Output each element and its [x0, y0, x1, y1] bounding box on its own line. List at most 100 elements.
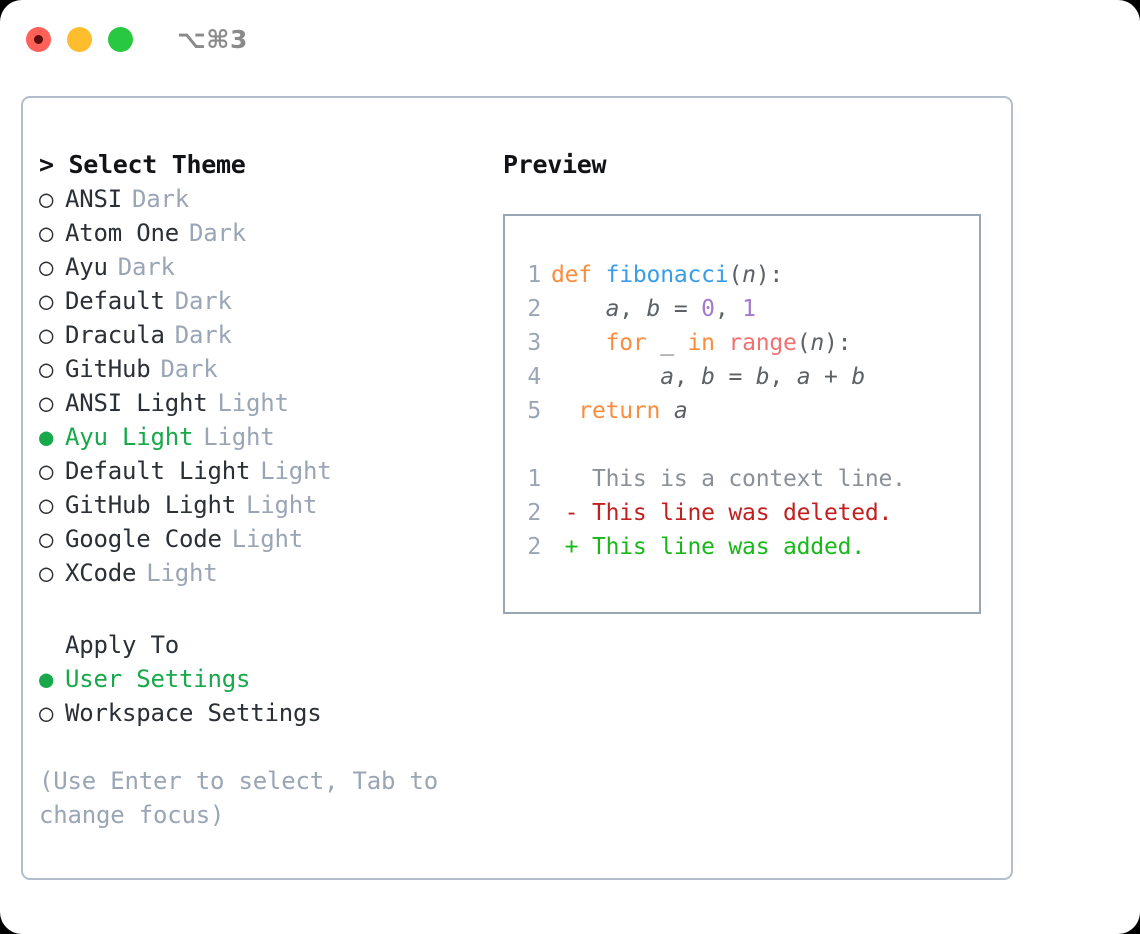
line-number: 1 — [527, 262, 541, 288]
theme-option-label: Atom One — [65, 219, 179, 247]
code-line: 2 a, b = 0, 1 — [521, 292, 979, 326]
theme-option-tag: Dark — [189, 219, 246, 247]
radio-unselected-icon: ○ — [39, 491, 54, 519]
diff-line-del: 2 - This line was deleted. — [521, 496, 979, 530]
code-token-num: 1 — [742, 296, 756, 322]
theme-option-label: Default — [65, 287, 165, 315]
theme-option-tag: Dark — [174, 287, 232, 315]
theme-option-tag: Light — [203, 423, 275, 451]
apply-to-option-workspace-settings[interactable]: ○ Workspace Settings — [39, 696, 503, 730]
code-token-kw: return — [578, 398, 661, 424]
apply-to-option-label: Workspace Settings — [65, 699, 322, 727]
theme-option-label: Default Light — [65, 457, 251, 485]
code-line: 3 for _ in range(n): — [521, 326, 979, 360]
theme-option-label: Google Code — [65, 525, 222, 553]
maximize-button-icon[interactable] — [108, 26, 133, 52]
diff-line-add: 2 + This line was added. — [521, 530, 979, 564]
code-token-var: a — [660, 364, 674, 390]
keyboard-hint-text: (Use Enter to select, Tab to change focu… — [39, 767, 438, 829]
code-token-pun: ): — [824, 330, 852, 356]
code-token-var: n — [742, 262, 756, 288]
theme-option-label: GitHub Light — [65, 491, 236, 519]
radio-unselected-icon: ○ — [39, 699, 54, 727]
line-number: 2 — [527, 500, 541, 526]
theme-option-tag: Light — [260, 457, 332, 485]
code-token-pun — [715, 330, 729, 356]
radio-unselected-icon: ○ — [39, 389, 54, 417]
code-token-var: a — [673, 398, 688, 424]
line-number: 2 — [527, 534, 541, 560]
code-token-pun: , — [769, 364, 797, 390]
apply-to-option-user-settings[interactable]: ●User Settings — [39, 662, 503, 696]
code-line-text: for _ in range(n): — [551, 326, 852, 360]
apply-to-list[interactable]: ●User Settings ○ Workspace Settings — [39, 662, 503, 730]
code-token-var: a — [605, 296, 620, 322]
apply-to-heading: Apply To — [65, 631, 179, 659]
theme-option-tag: Dark — [174, 321, 232, 349]
theme-option-tag: Light — [231, 525, 303, 553]
apply-to-option-label: User Settings — [65, 665, 251, 693]
theme-option-label: ANSI Light — [65, 389, 208, 417]
code-line-text: return a — [551, 394, 688, 428]
diff-line-text: - This line was deleted. — [551, 500, 893, 526]
code-token-pun: = — [714, 364, 756, 390]
minimize-button-icon[interactable] — [67, 26, 92, 52]
code-line-text: a, b = b, a + b — [551, 360, 865, 394]
code-token-pun: , — [673, 364, 702, 390]
code-line-text: a, b = 0, 1 — [551, 292, 756, 326]
code-token-pun: , — [714, 296, 743, 322]
code-token-pun: , — [619, 296, 647, 322]
theme-option-label: XCode — [65, 559, 137, 587]
theme-option-tag: Dark — [160, 355, 218, 383]
keyboard-shortcut-label: ⌥⌘3 — [177, 24, 248, 54]
code-token-var: b — [755, 364, 770, 390]
preview-title: Preview — [503, 150, 607, 179]
code-line: 4 a, b = b, a + b — [521, 360, 979, 394]
code-token-fn: fibonacci — [605, 262, 729, 288]
radio-unselected-icon: ○ — [39, 219, 54, 247]
code-token-var: b — [646, 296, 661, 322]
theme-option-label: GitHub — [65, 355, 151, 383]
code-token-pun: + — [810, 364, 852, 390]
line-number: 2 — [527, 296, 541, 322]
line-number: 5 — [527, 398, 541, 424]
theme-option-atom-one[interactable]: ○ Atom One Dark — [39, 216, 503, 250]
theme-option-label: Dracula — [65, 321, 165, 349]
theme-option-dracula[interactable]: ○ Dracula Dark — [39, 318, 503, 352]
theme-option-label: Ayu Light — [65, 423, 194, 451]
radio-unselected-icon: ○ — [39, 321, 54, 349]
radio-unselected-icon: ○ — [39, 559, 54, 587]
line-number: 1 — [527, 466, 541, 492]
code-token-pun — [592, 262, 606, 288]
diff-line-text: This is a context line. — [551, 466, 906, 492]
code-token-var: b — [851, 364, 865, 390]
theme-option-google-code[interactable]: ○ Google Code Light — [39, 522, 503, 556]
code-token-pun: ): — [755, 262, 784, 288]
radio-unselected-icon: ○ — [39, 253, 54, 281]
theme-option-tag: Dark — [117, 253, 175, 281]
code-token-kw: def — [551, 262, 592, 288]
close-button-icon[interactable] — [26, 26, 51, 52]
code-line: 5 return a — [521, 394, 979, 428]
theme-option-ayu-light[interactable]: ● Ayu Light Light — [39, 420, 503, 454]
code-token-pun: = — [660, 296, 702, 322]
radio-unselected-icon: ○ — [39, 525, 54, 553]
diff-sample: 1 This is a context line. 2 - This line w… — [521, 462, 979, 564]
radio-selected-icon: ● — [39, 423, 54, 451]
code-token-pun — [660, 398, 674, 424]
diff-line-text: + This line was added. — [551, 534, 865, 560]
